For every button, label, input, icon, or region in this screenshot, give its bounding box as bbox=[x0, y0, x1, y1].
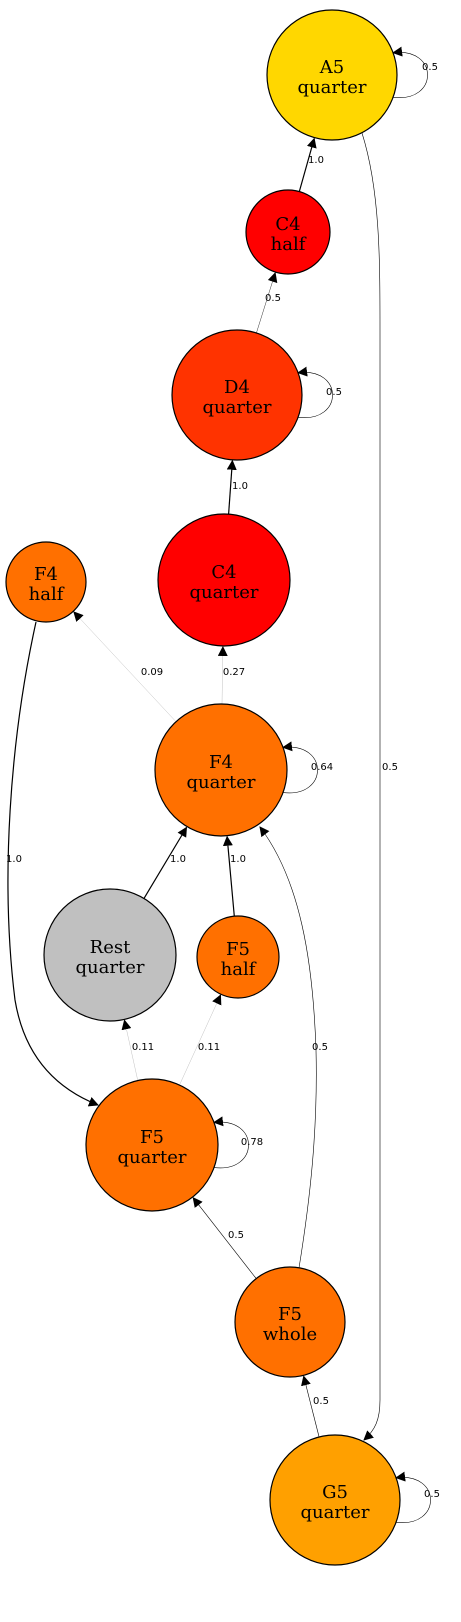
node-pitch-label: F5 bbox=[140, 1127, 164, 1148]
node-circle bbox=[157, 513, 291, 647]
node-duration-label: half bbox=[221, 959, 257, 980]
node-circle bbox=[234, 1266, 346, 1378]
nodes-layer: A5quarterC4halfD4quarterC4quarterF4halfF… bbox=[5, 9, 401, 1566]
edge-G5q-to-F5w bbox=[301, 1375, 320, 1438]
edge-label: 1.0 bbox=[230, 854, 246, 865]
edge-F4q-to-C4q bbox=[217, 646, 228, 705]
edge-A5q-to-G5q bbox=[361, 132, 381, 1441]
edge-label: 0.5 bbox=[422, 62, 438, 73]
edge-F5q-to-Restq bbox=[121, 1019, 138, 1081]
node-pitch-label: C4 bbox=[211, 562, 236, 583]
edge-label: 0.09 bbox=[141, 667, 163, 678]
node-pitch-label: F4 bbox=[34, 564, 58, 585]
node-duration-label: quarter bbox=[187, 772, 256, 793]
edge-label: 0.27 bbox=[223, 667, 245, 678]
node-duration-label: quarter bbox=[76, 957, 145, 978]
edge-label: 1.0 bbox=[170, 854, 186, 865]
edge-label: 1.0 bbox=[308, 155, 324, 166]
node-duration-label: quarter bbox=[301, 1502, 370, 1523]
node-pitch-label: F5 bbox=[278, 1304, 302, 1325]
node-circle bbox=[196, 915, 280, 999]
node-circle bbox=[43, 888, 177, 1022]
node-circle bbox=[154, 703, 288, 837]
edge-A5q-to-A5q bbox=[392, 46, 428, 98]
edge-label: 0.5 bbox=[313, 1396, 329, 1407]
node-circle bbox=[85, 1078, 219, 1212]
edge-label: 0.5 bbox=[312, 1042, 328, 1053]
edge-F5w-to-F4q bbox=[259, 826, 317, 1269]
node-pitch-label: A5 bbox=[319, 57, 344, 78]
node-duration-label: quarter bbox=[190, 582, 259, 603]
node-duration-label: quarter bbox=[203, 397, 272, 418]
edge-label: 0.5 bbox=[424, 1489, 440, 1500]
edge-C4h-to-A5q bbox=[298, 137, 317, 192]
node-pitch-label: D4 bbox=[224, 377, 250, 398]
edge-F4h-to-F5q bbox=[7, 621, 99, 1107]
node-pitch-label: F5 bbox=[226, 939, 250, 960]
edge-D4q-to-D4q bbox=[297, 366, 333, 418]
node-duration-label: half bbox=[271, 234, 307, 255]
node-duration-label: quarter bbox=[118, 1147, 187, 1168]
edge-label: 1.0 bbox=[6, 854, 22, 865]
edge-F5q-to-F5h bbox=[179, 994, 222, 1086]
node-circle bbox=[269, 1434, 401, 1566]
node-pitch-label: F4 bbox=[209, 752, 233, 773]
node-circle bbox=[245, 189, 331, 275]
edge-label: 0.11 bbox=[198, 1042, 220, 1053]
edge-C4q-to-D4q bbox=[226, 459, 237, 515]
edge-F5h-to-F4q bbox=[222, 835, 235, 917]
node-circle bbox=[5, 541, 87, 623]
edges-layer bbox=[7, 46, 431, 1523]
edge-label: 0.78 bbox=[241, 1137, 263, 1148]
edge-label: 0.11 bbox=[132, 1042, 154, 1053]
node-duration-label: half bbox=[29, 584, 65, 605]
edge-F5w-to-F5q bbox=[192, 1197, 257, 1279]
edge-label: 0.5 bbox=[265, 293, 281, 304]
node-circle bbox=[266, 9, 398, 141]
node-duration-label: whole bbox=[263, 1324, 317, 1345]
edge-label: 0.5 bbox=[382, 762, 398, 773]
edge-F4q-to-F4h bbox=[73, 611, 177, 722]
edge-F4q-to-F4q bbox=[282, 741, 318, 794]
edge-F5q-to-F5q bbox=[213, 1116, 249, 1169]
node-pitch-label: G5 bbox=[322, 1482, 348, 1503]
node-pitch-label: C4 bbox=[275, 214, 300, 235]
node-duration-label: quarter bbox=[298, 77, 367, 98]
edge-labels-layer: 0.5 0.5 1.0 0.5 0.5 1.0 0.09 0.27 0.64 1.0 1.0 1.0 0… bbox=[6, 62, 440, 1500]
node-circle bbox=[171, 329, 303, 461]
edge-label: 1.0 bbox=[232, 481, 248, 492]
edge-label: 0.5 bbox=[326, 387, 342, 398]
edge-D4q-to-C4h bbox=[256, 272, 278, 334]
edge-label: 0.5 bbox=[228, 1230, 244, 1241]
edge-Restq-to-F4q bbox=[143, 826, 188, 899]
edge-G5q-to-G5q bbox=[395, 1471, 431, 1523]
node-pitch-label: Rest bbox=[90, 937, 131, 958]
edge-label: 0.64 bbox=[311, 762, 333, 773]
